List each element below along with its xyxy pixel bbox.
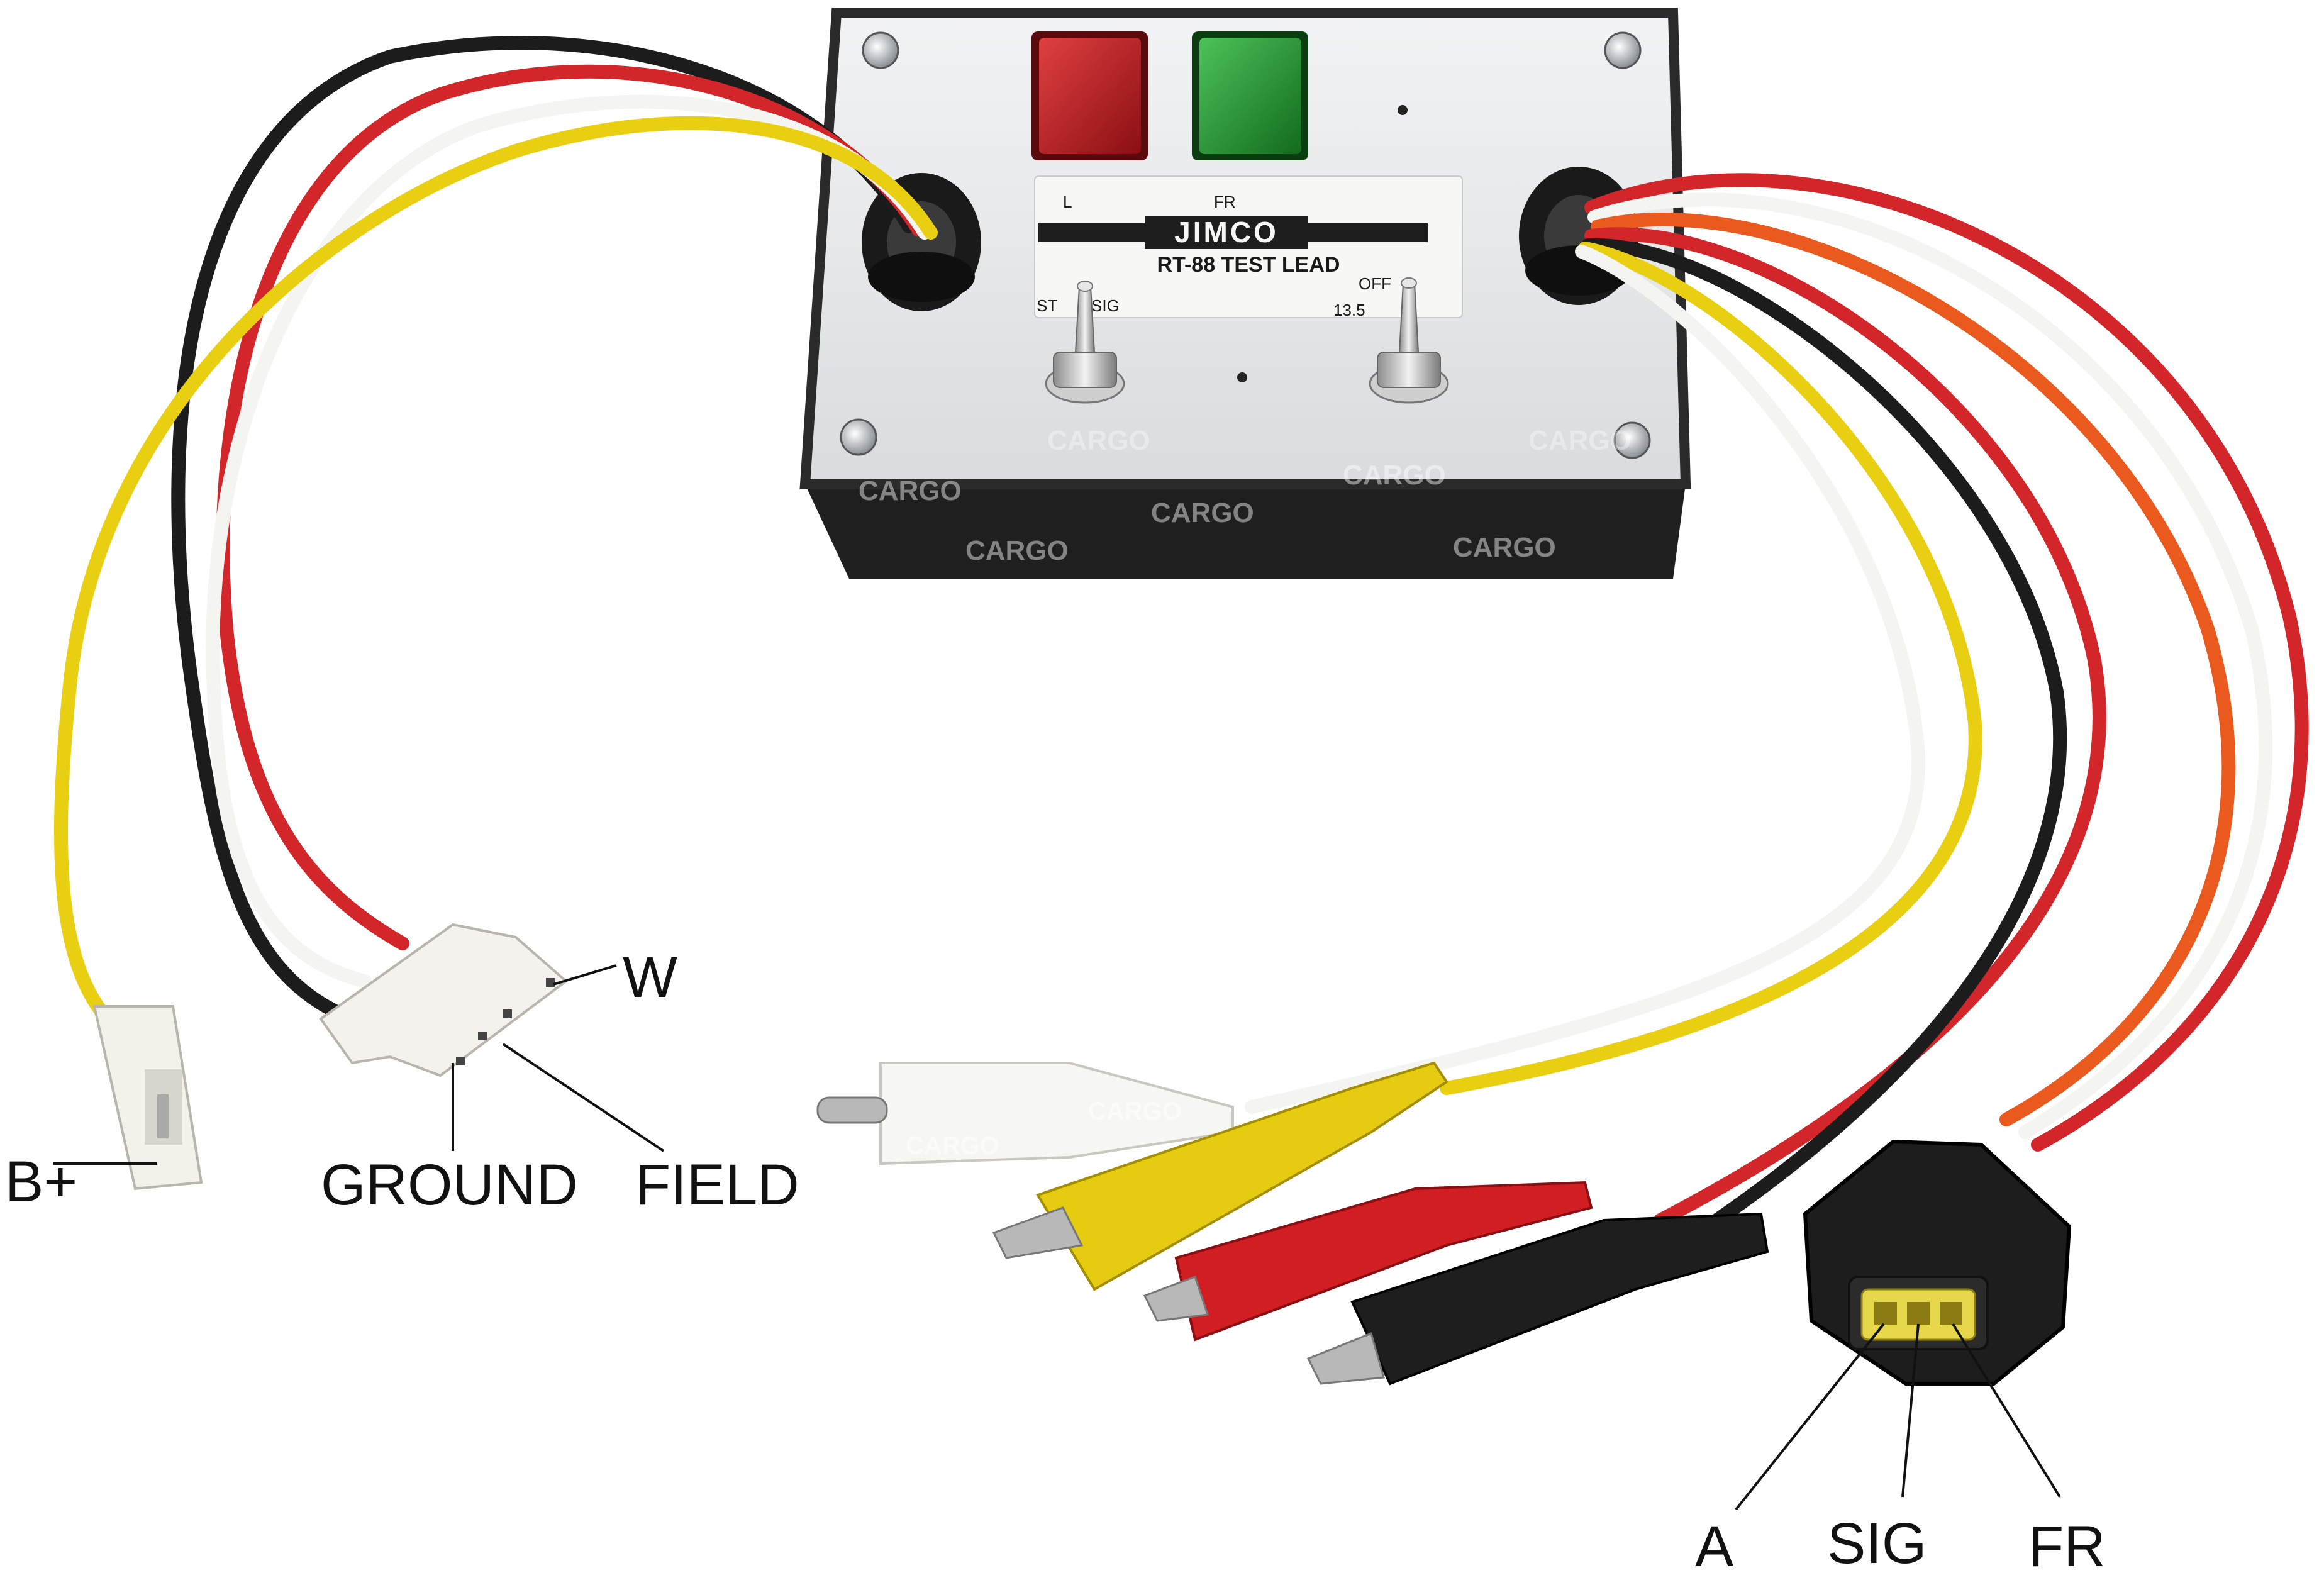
terminal-pin: [503, 1009, 512, 1018]
right-toggle-switch: [1369, 277, 1449, 404]
panel-hole: [1237, 372, 1247, 382]
panel-hole: [1398, 105, 1408, 115]
wire-orange-right: [1591, 213, 2236, 1126]
screw: [862, 31, 899, 69]
screw: [1604, 31, 1642, 69]
wire-white-right-2: [1245, 245, 1926, 1114]
terminal-pin: [546, 978, 555, 987]
terminal-pin: [1907, 1302, 1930, 1325]
watermark-text: CARGO: [1528, 425, 1632, 456]
green-indicator-lamp: [1192, 31, 1308, 160]
wire-red-right-1: [1584, 173, 2309, 1152]
b-plus-connector: [92, 1005, 203, 1191]
wire-yellow-right: [1440, 242, 1982, 1095]
switch-left-label-b: SIG: [1091, 296, 1120, 315]
box-side: [805, 484, 1686, 579]
label-b-plus: B+: [5, 1150, 77, 1214]
black-alligator-clip: [1306, 1212, 1769, 1386]
label-w: W: [623, 945, 677, 1009]
wire-black-right: [1581, 238, 2067, 1240]
terminal-pin: [1940, 1302, 1962, 1325]
switch-left-label-a: ST: [1037, 296, 1057, 315]
wire-yellow-left: [53, 116, 938, 1038]
label-sig: SIG: [1827, 1511, 1926, 1576]
screw: [1613, 421, 1651, 459]
watermark-text: CARGO: [1151, 498, 1254, 528]
watermark-text: CARGO: [1088, 1098, 1182, 1125]
label-field: FIELD: [635, 1153, 799, 1217]
watermark-text: CARGO: [906, 1132, 999, 1160]
white-alligator-clip: [816, 1062, 1234, 1165]
terminal-pin: [456, 1057, 465, 1065]
brand-badge: [1145, 216, 1308, 249]
field-ground-w-connector: [319, 923, 569, 1077]
left-toggle-switch: [1045, 281, 1125, 404]
model-label: RT-88 TEST LEAD: [1157, 253, 1340, 277]
wire-white-left: [206, 94, 931, 988]
switch-right-label-a: OFF: [1359, 274, 1391, 293]
brand-logo: JIMCO: [1174, 216, 1279, 248]
label-fr: FR: [2028, 1515, 2106, 1579]
watermark-text: CARGO: [859, 476, 962, 506]
three-pin-connector: [1803, 1139, 2072, 1386]
callout-lines: [53, 964, 2061, 1511]
watermark-text: CARGO: [1343, 460, 1446, 491]
terminal-pin: [1874, 1302, 1897, 1325]
watermark-text: CARGO: [965, 535, 1069, 566]
watermark-text: CARGO: [1047, 425, 1150, 456]
callout-labels: B+ GROUND FIELD W A SIG FR: [5, 945, 2106, 1579]
label-ground: GROUND: [321, 1153, 578, 1217]
yellow-alligator-clip: [992, 1061, 1448, 1291]
red-indicator-lamp: [1031, 31, 1148, 160]
wire-red-left: [216, 64, 925, 950]
switch-right-label-b: 13.5: [1333, 301, 1365, 320]
lamp-label-l: L: [1063, 192, 1072, 211]
red-alligator-clip: [1143, 1181, 1593, 1342]
wire-black-left: [171, 36, 916, 1026]
label-a: A: [1695, 1515, 1734, 1579]
left-wire-bundle: [53, 36, 938, 1038]
test-box: L FR JIMCO RT-88 TEST LEAD ST SIG OFF 13…: [799, 7, 1691, 579]
watermarks: CARGO CARGO CARGO CARGO CARGO CARGO CARG…: [859, 425, 1632, 566]
wire-white-right-1: [1587, 192, 2273, 1139]
terminal-pin: [478, 1032, 487, 1040]
screw: [840, 418, 877, 456]
watermark-text: CARGO: [1453, 532, 1556, 563]
lamp-label-fr: FR: [1214, 192, 1236, 211]
right-wire-bundle: [1245, 173, 2309, 1240]
